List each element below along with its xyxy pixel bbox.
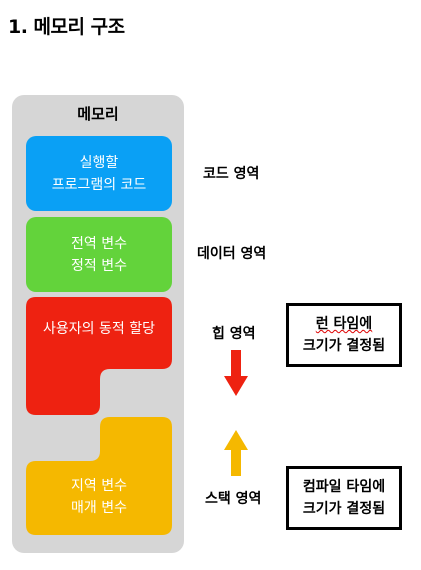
stack-segment-block (26, 417, 172, 535)
data-block-line-2: 정적 변수 (71, 257, 127, 274)
compile-note-line-2: 크기가 결정됨 (302, 501, 386, 517)
arrow-down-icon (224, 350, 248, 396)
heap-segment-block (26, 297, 172, 415)
stack-block-line-1: 지역 변수 (71, 478, 127, 494)
code-segment-block: 실행할 프로그램의 코드 (26, 136, 172, 211)
data-block-line-1: 전역 변수 (71, 235, 127, 252)
heap-region-label: 힙 영역 (212, 326, 256, 342)
compile-note-box: 컴파일 타임에 크기가 결정됨 (286, 466, 402, 530)
code-region-label: 코드 영역 (203, 166, 260, 182)
runtime-note-line-1: 런 타임에 (315, 316, 373, 332)
data-segment-block: 전역 변수 정적 변수 (26, 217, 172, 292)
memory-label: 메모리 (77, 105, 119, 123)
compile-note-line-1: 컴파일 타임에 (302, 479, 386, 495)
stack-block-line-2: 매개 변수 (71, 500, 127, 516)
stack-block-label: 지역 변수 매개 변수 (26, 475, 172, 519)
arrow-up-icon (224, 430, 248, 476)
runtime-note-box: 런 타임에 크기가 결정됨 (286, 303, 402, 367)
heap-block-label: 사용자의 동적 할당 (43, 321, 155, 337)
runtime-note-line-2: 크기가 결정됨 (302, 338, 386, 354)
data-region-label: 데이터 영역 (197, 246, 267, 262)
stack-region-label: 스택 영역 (205, 491, 262, 507)
code-block-line-2: 프로그램의 코드 (51, 176, 147, 193)
page-title: 1. 메모리 구조 (8, 16, 125, 38)
code-block-line-1: 실행할 (79, 154, 119, 171)
